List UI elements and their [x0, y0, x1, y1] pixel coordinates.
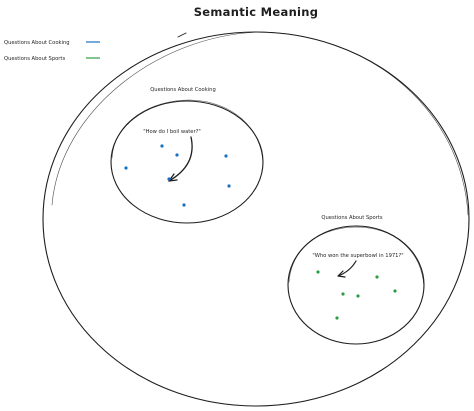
sports-query-text: "Who won the superbowl in 1971?"	[312, 253, 403, 259]
sports-point	[316, 270, 320, 274]
sports-cluster: Questions About Sports "Who won the supe…	[287, 215, 425, 345]
sports-point	[356, 294, 360, 298]
legend-label-cooking: Questions About Cooking	[4, 40, 70, 46]
cooking-point	[182, 203, 186, 207]
sports-point	[375, 275, 379, 279]
cooking-query-arrow	[168, 136, 193, 182]
cooking-point	[227, 184, 231, 188]
cooking-point	[175, 153, 179, 157]
legend: Questions About Cooking Questions About …	[4, 40, 100, 62]
sports-cluster-boundary	[287, 225, 425, 345]
sports-point	[341, 292, 345, 296]
cooking-cluster-label: Questions About Cooking	[150, 87, 216, 93]
sports-cluster-label: Questions About Sports	[321, 215, 382, 221]
sports-query-arrow	[337, 260, 357, 277]
sports-query-arrowhead	[337, 270, 346, 278]
cooking-query-text: "How do I boil water?"	[143, 129, 201, 135]
cooking-cluster: Questions About Cooking "How do I boil w…	[110, 87, 264, 224]
sports-point	[393, 289, 397, 293]
semantic-space-circle	[42, 31, 470, 407]
cooking-points	[124, 144, 231, 207]
cooking-point	[224, 154, 228, 158]
cooking-point	[124, 166, 128, 170]
sports-point	[335, 316, 339, 320]
legend-label-sports: Questions About Sports	[4, 56, 65, 62]
sports-points	[316, 270, 397, 320]
cooking-point	[160, 144, 164, 148]
cooking-point	[167, 177, 171, 181]
cooking-cluster-boundary	[110, 99, 264, 224]
diagram-title: Semantic Meaning	[194, 5, 319, 19]
